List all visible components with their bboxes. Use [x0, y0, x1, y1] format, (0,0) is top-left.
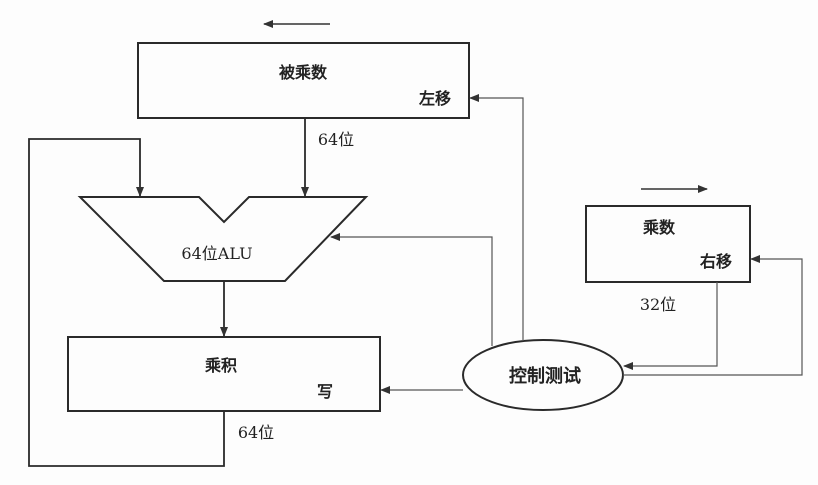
multiplier-register — [585, 205, 751, 283]
multiplicand-register — [137, 42, 470, 119]
control-test-label: 控制测试 — [509, 366, 581, 387]
multiplier-width-label: 32位 — [639, 295, 677, 314]
control-to-alu — [330, 233, 493, 346]
product-action: 写 — [316, 382, 334, 401]
control-to-multiplicand — [469, 94, 524, 341]
multiplicand-action: 左移 — [418, 89, 452, 108]
multiplicand-title: 被乘数 — [278, 63, 328, 82]
multiplier-action: 右移 — [699, 252, 733, 271]
alu-shape — [77, 196, 369, 282]
product-feedback-loop — [28, 138, 225, 467]
alu-label: 64位ALU — [181, 244, 253, 263]
control-to-multiplier — [623, 255, 803, 376]
product-width-label: 64位 — [237, 423, 275, 442]
multiplier-title: 乘数 — [642, 218, 676, 237]
product-title: 乘积 — [204, 356, 238, 375]
multiplicand-width-label: 64位 — [317, 130, 355, 149]
multiplier-to-control — [623, 282, 718, 370]
